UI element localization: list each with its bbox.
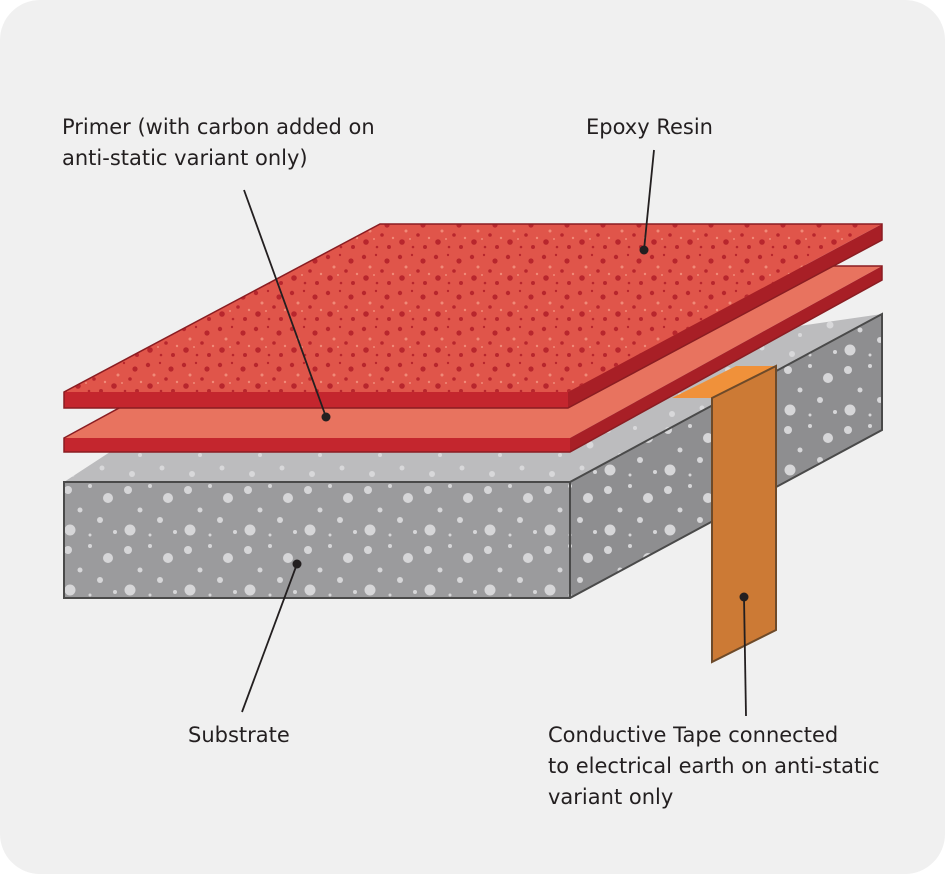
substrate-leader-line	[241, 563, 298, 713]
tape-leader-line	[743, 596, 747, 717]
leader-lines	[241, 149, 749, 717]
primer-leader-line	[243, 189, 327, 418]
conductive-tape-label: Conductive Tape connected to electrical …	[548, 723, 880, 809]
conductive-tape	[672, 364, 777, 664]
epoxy-resin-label: Epoxy Resin	[586, 115, 713, 139]
substrate-label: Substrate	[188, 723, 290, 747]
primer-leader-dot	[321, 412, 331, 422]
tape-leader-dot	[739, 592, 749, 602]
epoxy-leader-dot	[639, 245, 649, 255]
primer-label: Primer (with carbon added on anti-static…	[62, 115, 375, 170]
epoxy-resin-layer	[63, 223, 883, 409]
substrate-leader-dot	[292, 559, 302, 569]
epoxy-leader-line	[643, 149, 655, 251]
